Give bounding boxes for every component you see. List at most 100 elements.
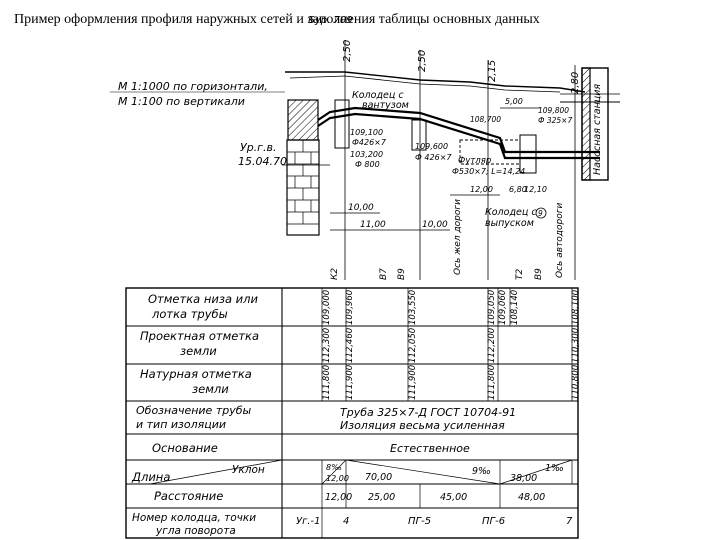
nat-3: 111,900 bbox=[408, 365, 418, 400]
proj-3: 112,050 bbox=[408, 328, 418, 363]
proj-1: 112,300 bbox=[322, 328, 332, 363]
nat-2: 111,900 bbox=[345, 365, 355, 400]
dist-1210: 12,10 bbox=[524, 185, 547, 194]
axis-road: Ось автодороги bbox=[555, 203, 565, 278]
case-label-2: Ф530×7; L=14,24 bbox=[452, 167, 525, 176]
pipe-spec-1: Труба 325×7-Д ГОСТ 10704-91 bbox=[340, 406, 516, 419]
proj-2: 112,460 bbox=[345, 328, 355, 363]
scale-vertical: М 1:100 по вертикали bbox=[118, 95, 245, 108]
well-vent-label-1: Колодец с bbox=[352, 90, 404, 101]
pipe-d426-a: Ф426×7 bbox=[352, 138, 387, 147]
table-values: 109,000 109,960 103,550 109,050 109,060 … bbox=[296, 290, 581, 527]
row-label-5: Основание bbox=[152, 441, 218, 455]
well-1: Уг.-1 bbox=[296, 516, 321, 527]
elev-108700: 108,700 bbox=[470, 115, 501, 124]
nat-5: 110,800 bbox=[571, 365, 581, 400]
slope-1: 8‰ bbox=[326, 463, 342, 472]
length-1: 12,00 bbox=[326, 474, 349, 483]
dist-1100: 11,00 bbox=[360, 220, 386, 230]
well-4: ПГ-6 bbox=[482, 516, 505, 527]
row-label-3b: земли bbox=[192, 382, 229, 396]
bottom-5: 109,060 bbox=[498, 290, 508, 325]
well-mid bbox=[411, 119, 427, 151]
pipe-d325: Ф 325×7 bbox=[538, 116, 572, 125]
nat-4: 111,800 bbox=[487, 365, 497, 400]
well-outlet bbox=[519, 134, 537, 174]
row-label-8b: угла поворота bbox=[155, 525, 236, 537]
road-casing bbox=[459, 139, 521, 165]
depth-280: 2,80 bbox=[570, 72, 581, 94]
case-label-1: Футляр bbox=[458, 156, 491, 166]
bottom-2: 109,960 bbox=[345, 290, 355, 325]
slope-2: 9‰ bbox=[472, 466, 491, 477]
picket-4: Т2 bbox=[515, 269, 525, 280]
dist-1200a: 12,00 bbox=[470, 185, 493, 194]
row-label-3a: Натурная отметка bbox=[140, 367, 252, 381]
row-label-4a: Обозначение трубы bbox=[136, 404, 252, 417]
dist-1: 12,00 bbox=[325, 492, 352, 503]
dist-1000a: 10,00 bbox=[348, 203, 374, 213]
proj-4: 112,200 bbox=[487, 328, 497, 363]
row-label-2b: земли bbox=[180, 344, 217, 358]
dist-500: 5,00 bbox=[505, 97, 523, 106]
row-label-6b: Уклон bbox=[232, 464, 265, 476]
base-value: Естественное bbox=[390, 442, 470, 455]
groundwater-date: 15.04.70 bbox=[238, 155, 287, 168]
picket-3: В9 bbox=[397, 268, 407, 280]
depth-215: 2,15 bbox=[487, 60, 498, 82]
row-label-7: Расстояние bbox=[154, 489, 223, 503]
dist-3: 45,00 bbox=[440, 492, 467, 503]
elev-109800: 109,800 bbox=[538, 106, 569, 115]
well-5: 7 bbox=[566, 516, 573, 527]
dist-680: 6,80 bbox=[509, 185, 527, 194]
pipe-d800: Ф 800 bbox=[355, 160, 380, 169]
well-outlet-number: 9 bbox=[538, 209, 543, 218]
row-label-1b: лотка трубы bbox=[151, 307, 228, 321]
row-label-6a: Длина bbox=[131, 470, 170, 484]
well-vent bbox=[334, 99, 350, 149]
axis-rail: Ось жел дороги bbox=[453, 199, 463, 275]
dist-4: 48,00 bbox=[518, 492, 545, 503]
row-label-4b: и тип изоляции bbox=[136, 418, 226, 431]
pipe-spec-2: Изоляция весьма усиленная bbox=[340, 419, 505, 432]
elev-109600: 109,600 bbox=[415, 142, 448, 151]
bottom-7: 108,100 bbox=[571, 290, 581, 325]
page-title: Пример оформления профиля наружных сетей… bbox=[14, 12, 540, 27]
dist-1000b: 10,00 bbox=[422, 220, 448, 230]
picket-5: В9 bbox=[534, 268, 544, 280]
data-table bbox=[125, 287, 579, 539]
pump-station-label: Насосная станция bbox=[592, 84, 603, 175]
well-masonry bbox=[287, 99, 319, 141]
profile-section bbox=[110, 40, 620, 280]
elev-103200: 103,200 bbox=[350, 150, 383, 159]
row-label-2a: Проектная отметка bbox=[140, 329, 259, 343]
nat-1: 111,800 bbox=[322, 365, 332, 400]
bottom-3: 103,550 bbox=[408, 290, 418, 325]
depth-250: 2,50 bbox=[342, 40, 353, 62]
well-2: 4 bbox=[343, 516, 349, 527]
slope-3: 1‰ bbox=[545, 463, 564, 474]
pipe-d426-b: Ф 426×7 bbox=[415, 153, 452, 162]
borehole-label: Бур. 709 bbox=[308, 15, 353, 26]
length-3: 38,00 bbox=[510, 473, 537, 484]
table-row-labels: Отметка низа или лотка трубы Проектная о… bbox=[131, 292, 265, 537]
scale-horizontal: М 1:1000 по горизонтали, bbox=[118, 80, 268, 93]
profile-labels: М 1:1000 по горизонтали, М 1:100 по верт… bbox=[118, 15, 603, 280]
proj-5: 110,300 bbox=[571, 328, 581, 363]
well-outlet-label-2: выпуском bbox=[485, 218, 534, 229]
well-vent-label-2: вантузом bbox=[362, 100, 409, 111]
bottom-1: 109,000 bbox=[322, 290, 332, 325]
groundwater-label: Ур.г.в. bbox=[240, 141, 276, 154]
pump-station-hatch bbox=[581, 67, 591, 181]
ground-line bbox=[285, 71, 586, 93]
picket-2: В7 bbox=[379, 268, 389, 280]
brick-pattern bbox=[287, 140, 319, 225]
ground-line-2 bbox=[289, 75, 561, 93]
length-2: 70,00 bbox=[365, 472, 392, 483]
picket-1: К2 bbox=[330, 268, 340, 280]
bottom-4: 109,050 bbox=[487, 290, 497, 325]
elev-109100: 109,100 bbox=[350, 128, 383, 137]
dist-2: 25,00 bbox=[368, 492, 395, 503]
row-label-8a: Номер колодца, точки bbox=[132, 512, 256, 524]
